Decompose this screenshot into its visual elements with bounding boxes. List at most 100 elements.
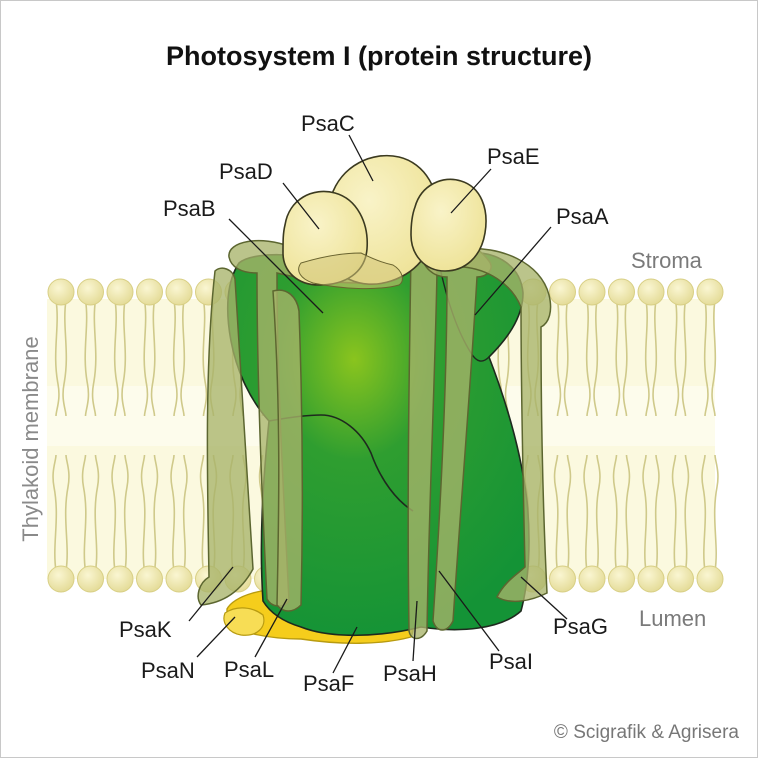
lipid-tail-upper [674,299,680,417]
lipid-head [136,565,163,593]
lipid-head [696,565,724,593]
lipid-tail-lower [111,454,117,572]
lipid-tail-upper [556,299,562,417]
leader-lines [188,134,568,674]
leader-psab [228,218,324,314]
label-psak: PsaK [119,617,172,642]
lipid-tail-upper [150,299,156,417]
lipid-tail-lower [64,454,70,572]
lipid-tail-lower [625,454,631,572]
lipid-tail-lower [684,454,690,572]
label-psan: PsaN [141,658,195,683]
lipid-tail-upper [172,299,178,417]
leader-psak [188,566,234,622]
lipid-head [608,278,635,306]
leader-psae [450,168,492,214]
lipid-head [637,565,665,593]
label-psal: PsaL [224,657,275,682]
psak-helix [197,267,254,606]
label-psaa: PsaA [556,204,609,229]
lipid-tail-lower [642,454,648,572]
lipid-head [578,278,606,306]
lipid-head [637,278,665,306]
lipid-tail-upper [681,299,687,417]
lipid-tail-lower [713,454,719,572]
lipid-tail-upper [202,299,208,417]
lipid-tail-lower [553,454,559,572]
leader-psai [438,570,500,652]
lipid-tail-upper [91,299,97,417]
label-lumen: Lumen [639,606,707,631]
label-psad: PsaD [219,159,273,184]
leader-psaa [474,226,552,316]
lipid-head [106,565,134,593]
lipid-tail-upper [62,299,68,417]
label-psag: PsaG [553,614,609,639]
lipid-tail-upper [180,299,186,417]
lipid-tail-lower [140,454,146,572]
lipid-tail-lower [170,454,176,572]
label-stroma: Stroma [631,248,702,273]
lipid-tail-lower [701,454,707,572]
lipid-head [165,565,193,593]
lipid-head [578,565,606,593]
lipid-tail-upper [622,299,628,417]
lipid-tail-upper [143,299,149,417]
lipid-tail-upper [703,299,709,417]
lipid-tail-upper [121,299,127,417]
lipid-tail-upper [113,299,119,417]
lipid-tail-upper [644,299,650,417]
label-psai: PsaI [489,649,534,674]
psan-lumenal-domain [223,607,265,636]
stromal-ridge [298,252,403,290]
helices [197,238,552,640]
lipid-tail-lower [199,454,205,572]
lipid-tail-upper [585,299,591,417]
leader-psan [196,616,236,658]
lipid-head [667,565,694,593]
psal-helix [272,289,304,612]
credit-text: © Scigrafik & Agrisera [553,722,739,743]
label-psab: PsaB [163,196,216,221]
diagram-title: Photosystem I (protein structure) [165,41,593,71]
lipid-head [549,565,576,593]
lipid-head [165,278,193,306]
psaa-helix [454,247,552,603]
lipid-tail-upper [615,299,621,417]
lipid-head [696,278,724,306]
lipid-head [136,278,163,306]
leader-psag [520,576,568,620]
leader-psal [254,598,288,658]
lipid-head [77,278,104,306]
lipid-tail-upper [593,299,599,417]
lipid-tail-upper [54,299,60,417]
lipid-tail-lower [566,454,572,572]
label-psae: PsaE [487,144,540,169]
leader-psac [348,134,374,182]
lipid-tail-lower [52,454,58,572]
label-thylakoid-membrane: Thylakoid membrane [18,336,43,542]
lipid-tail-lower [654,454,660,572]
lipid-head [47,278,75,306]
leader-psad [282,182,320,230]
lipid-tail-lower [153,454,159,572]
leader-psaf [332,626,358,674]
lipid-tail-lower [94,454,100,572]
lipid-tail-upper [652,299,658,417]
lipid-head [549,278,576,306]
label-psac: PsaC [301,111,355,136]
lipid-head [667,278,694,306]
lipid-tail-upper [711,299,717,417]
psae-subunit [410,178,487,272]
lipid-tail-lower [583,454,589,572]
label-psah: PsaH [383,661,437,686]
lipid-head [106,278,134,306]
lipid-head [47,565,75,593]
lipid-head [77,565,104,593]
lipid-tail-lower [671,454,677,572]
lipid-tail-lower [595,454,601,572]
lipid-tail-upper [84,299,90,417]
lipid-tail-lower [81,454,87,572]
lipid-head [608,565,635,593]
